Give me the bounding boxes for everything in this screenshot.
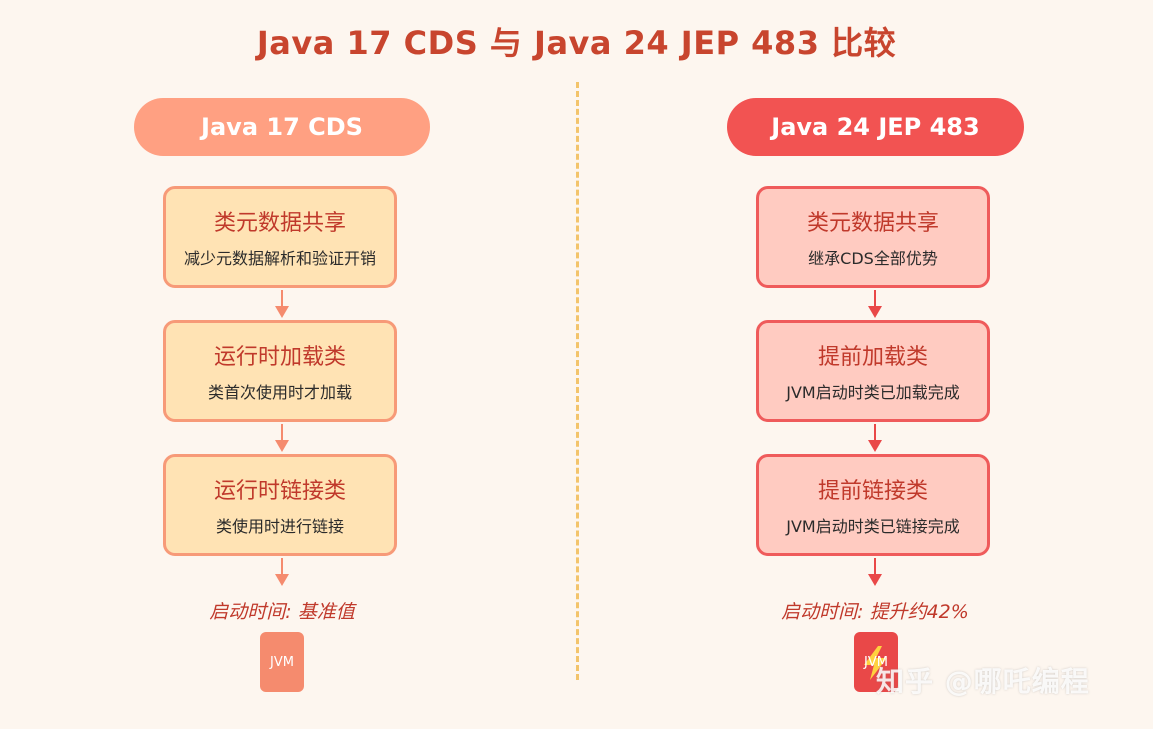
- arrow-down: [275, 424, 289, 452]
- java17-step-3: 运行时链接类 类使用时进行链接: [163, 454, 397, 556]
- java24-step-3: 提前链接类 JVM启动时类已链接完成: [756, 454, 990, 556]
- java17-header: Java 17 CDS: [134, 98, 430, 156]
- step-title: 提前加载类: [817, 345, 928, 370]
- arrow-down: [275, 558, 289, 586]
- arrow-down: [868, 424, 882, 452]
- step-desc: JVM启动时类已加载完成: [786, 383, 960, 402]
- center-divider: [576, 82, 579, 680]
- step-title: 提前链接类: [817, 479, 928, 504]
- jvm-icon: JVM: [260, 632, 304, 692]
- arrow-down: [868, 290, 882, 318]
- jvm-lightning-icon: JVM: [854, 632, 898, 692]
- java17-step-2: 运行时加载类 类首次使用时才加载: [163, 320, 397, 422]
- java24-startup-note: 启动时间: 提升约42%: [781, 601, 969, 623]
- step-title: 类元数据共享: [806, 211, 939, 236]
- jvm-icon-label: JVM: [864, 654, 888, 670]
- step-desc: 继承CDS全部优势: [808, 249, 938, 268]
- jvm-icon-label: JVM: [270, 654, 294, 670]
- step-desc: 类首次使用时才加载: [207, 383, 352, 402]
- step-title: 运行时链接类: [213, 479, 346, 504]
- java24-step-1: 类元数据共享 继承CDS全部优势: [756, 186, 990, 288]
- java24-header: Java 24 JEP 483: [727, 98, 1024, 156]
- step-desc: 类使用时进行链接: [215, 517, 344, 536]
- java17-step-1: 类元数据共享 减少元数据解析和验证开销: [163, 186, 397, 288]
- diagram-title: Java 17 CDS 与 Java 24 JEP 483 比较: [256, 24, 897, 62]
- lightning-icon: [864, 646, 887, 680]
- java17-startup-note: 启动时间: 基准值: [209, 601, 355, 623]
- step-title: 运行时加载类: [213, 345, 346, 370]
- step-title: 类元数据共享: [213, 211, 346, 236]
- arrow-down: [868, 558, 882, 586]
- java24-step-2: 提前加载类 JVM启动时类已加载完成: [756, 320, 990, 422]
- arrow-down: [275, 290, 289, 318]
- step-desc: JVM启动时类已链接完成: [786, 517, 960, 536]
- watermark: 知乎 @哪吒编程: [876, 665, 1090, 698]
- step-desc: 减少元数据解析和验证开销: [183, 249, 376, 268]
